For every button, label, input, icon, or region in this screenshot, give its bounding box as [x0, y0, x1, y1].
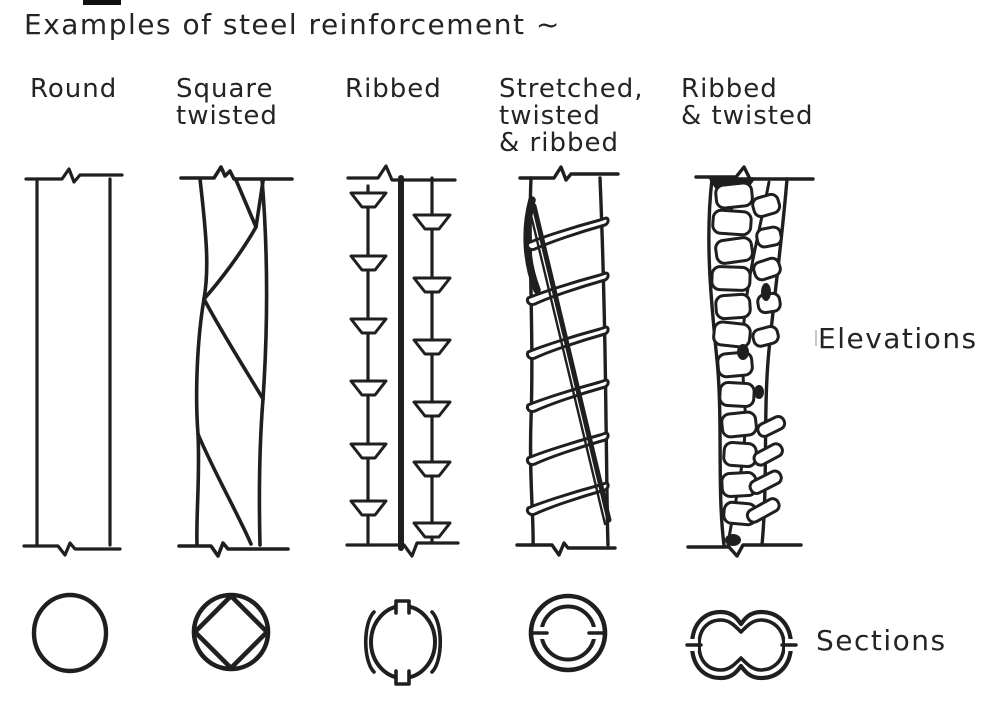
- ribbed-and-twisted-elevation-drawing: [686, 165, 815, 558]
- surface-ribs: [710, 181, 787, 527]
- round-elevation-drawing: [22, 167, 124, 557]
- column-label-line: & twisted: [681, 101, 814, 131]
- column-label-line: Stretched,: [499, 74, 644, 104]
- break-line-top: [518, 165, 620, 182]
- left-ribs: [349, 191, 388, 517]
- page-title: Examples of steel reinforcement ~: [24, 8, 561, 41]
- section-outline: [689, 609, 794, 681]
- column-label-square-twisted: Square twisted: [176, 76, 278, 130]
- break-line-top: [24, 167, 124, 184]
- column-label-line: twisted: [499, 101, 601, 131]
- ribbed-and-twisted-section-drawing: [685, 609, 798, 681]
- stretched-twisted-ribbed-section-drawing: [528, 593, 608, 673]
- column-label-line: Round: [30, 74, 118, 104]
- square-twisted-section-drawing: [191, 592, 271, 672]
- section-outline: [191, 592, 271, 672]
- column-label-line: Ribbed: [345, 74, 442, 104]
- scan-artifact-mark: [83, 0, 121, 5]
- bottom-rib-nub: [394, 669, 411, 686]
- column-label-line: & ribbed: [499, 128, 619, 158]
- side-rib-crescent: [430, 610, 442, 674]
- scan-artifact-dash: [815, 330, 817, 346]
- ribbed-section-drawing: [364, 599, 442, 686]
- top-rib-nub: [394, 599, 411, 615]
- ink-blobs: [725, 283, 771, 546]
- row-label-elevations: Elevations: [818, 322, 978, 355]
- longitudinal-rib-diagonal: [531, 203, 612, 523]
- twist-diagonal: [196, 432, 253, 546]
- section-outline: [369, 604, 437, 680]
- column-label-round: Round: [30, 76, 117, 103]
- right-ribs: [412, 213, 452, 539]
- bar-edge: [194, 177, 209, 547]
- column-label-line: Ribbed: [681, 74, 778, 104]
- twist-diagonal: [202, 297, 265, 401]
- column-label-line: twisted: [176, 101, 278, 131]
- column-label-line: Square: [176, 74, 274, 104]
- section-inner-ring: [539, 604, 597, 662]
- break-line-bottom: [22, 541, 122, 557]
- section-outline: [31, 592, 109, 674]
- twist-diagonal: [202, 225, 258, 301]
- round-section-drawing: [31, 592, 109, 674]
- column-label-ribbed-and-twisted: Ribbed & twisted: [681, 76, 813, 130]
- break-line-top: [179, 165, 294, 181]
- break-line-bottom: [686, 543, 803, 558]
- break-line-bottom: [177, 541, 290, 558]
- row-label-sections: Sections: [816, 624, 947, 657]
- break-line-top: [346, 164, 457, 182]
- ribbed-elevation-drawing: [345, 164, 460, 558]
- column-label-stretched-twisted-ribbed: Stretched, twisted & ribbed: [499, 76, 644, 157]
- side-rib-crescent: [364, 610, 376, 674]
- column-label-ribbed: Ribbed: [345, 76, 442, 103]
- break-line-top: [694, 165, 815, 181]
- twist-notch: [234, 178, 265, 229]
- section-inner-line: [697, 618, 786, 672]
- break-line-bottom: [345, 541, 460, 558]
- inscribed-square: [192, 593, 270, 671]
- square-twisted-elevation-drawing: [177, 165, 294, 558]
- longitudinal-rib-diagonal: [528, 209, 607, 526]
- break-line-bottom: [515, 541, 617, 557]
- stretched-twisted-ribbed-elevation-drawing: [515, 165, 620, 557]
- bar-edge: [257, 177, 269, 547]
